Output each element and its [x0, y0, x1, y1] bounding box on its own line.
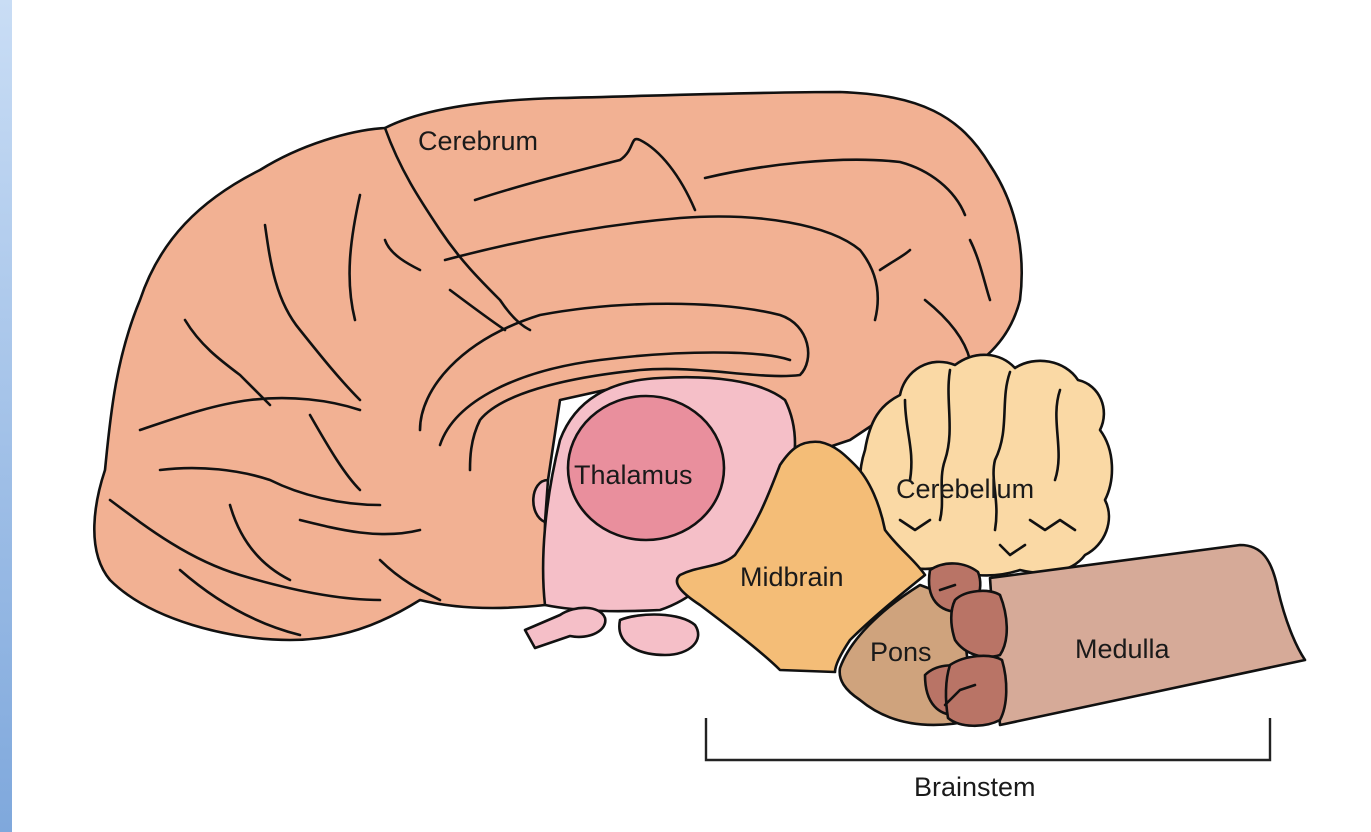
mammillary-body-shape: [619, 615, 698, 655]
brainstem-knot: [951, 591, 1007, 657]
optic-chiasm-shape: [525, 608, 605, 648]
label-thalamus: Thalamus: [574, 460, 693, 490]
brainstem-knot: [946, 656, 1006, 726]
label-cerebrum: Cerebrum: [418, 126, 538, 156]
label-pons: Pons: [870, 637, 932, 667]
label-medulla: Medulla: [1075, 634, 1171, 664]
label-brainstem: Brainstem: [914, 772, 1036, 802]
label-midbrain: Midbrain: [740, 562, 844, 592]
label-cerebellum: Cerebellum: [896, 474, 1034, 504]
